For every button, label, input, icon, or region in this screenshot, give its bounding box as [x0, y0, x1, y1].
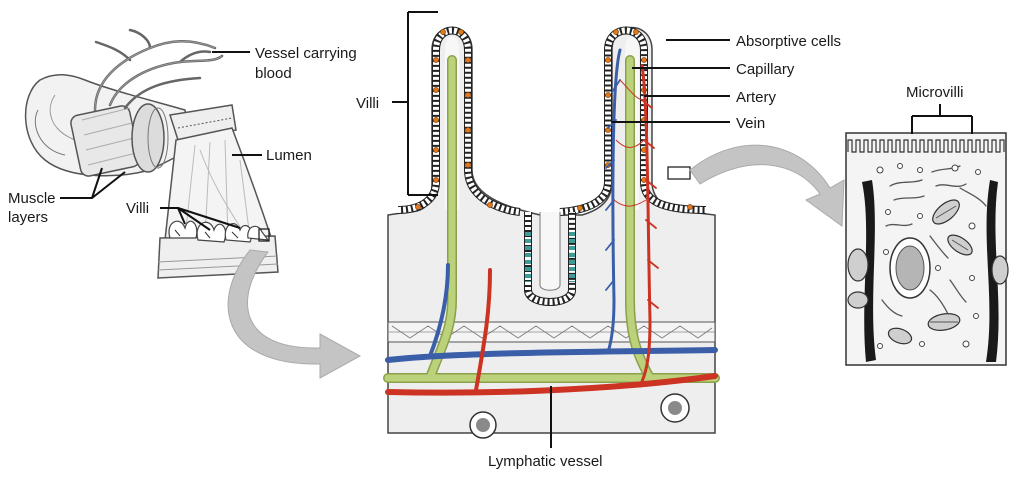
label-artery: Artery — [736, 89, 777, 106]
intestinal-crypt — [524, 212, 576, 306]
lymphatic-vessel — [383, 55, 720, 383]
absorptive-cell-detail — [845, 132, 1009, 366]
villus-cross-section — [383, 26, 720, 439]
vein-vessels — [385, 48, 718, 363]
label-vein: Vein — [736, 115, 765, 132]
label-microvilli: Microvilli — [906, 84, 964, 101]
label-lumen: Lumen — [266, 147, 312, 164]
zoom-arrow-2 — [689, 144, 845, 227]
label-villi-left: Villi — [126, 200, 149, 217]
label-capillary: Capillary — [736, 61, 795, 78]
label-lymphatic-vessel: Lymphatic vessel — [488, 453, 603, 470]
label-vessel-carrying-blood-line1: Vessel carrying — [255, 45, 357, 62]
label-absorptive-cells: Absorptive cells — [736, 33, 841, 50]
zoom-arrow-1 — [227, 249, 362, 379]
leader-lines — [60, 11, 973, 448]
label-muscle-layers-line2: layers — [8, 209, 48, 226]
artery-vessels — [385, 64, 718, 396]
gland — [469, 393, 690, 439]
intestine-section — [24, 28, 279, 279]
label-vessel-carrying-blood-line2: blood — [255, 65, 292, 82]
label-muscle-layers-line1: Muscle — [8, 190, 56, 207]
label-villi-center: Villi — [356, 95, 379, 112]
